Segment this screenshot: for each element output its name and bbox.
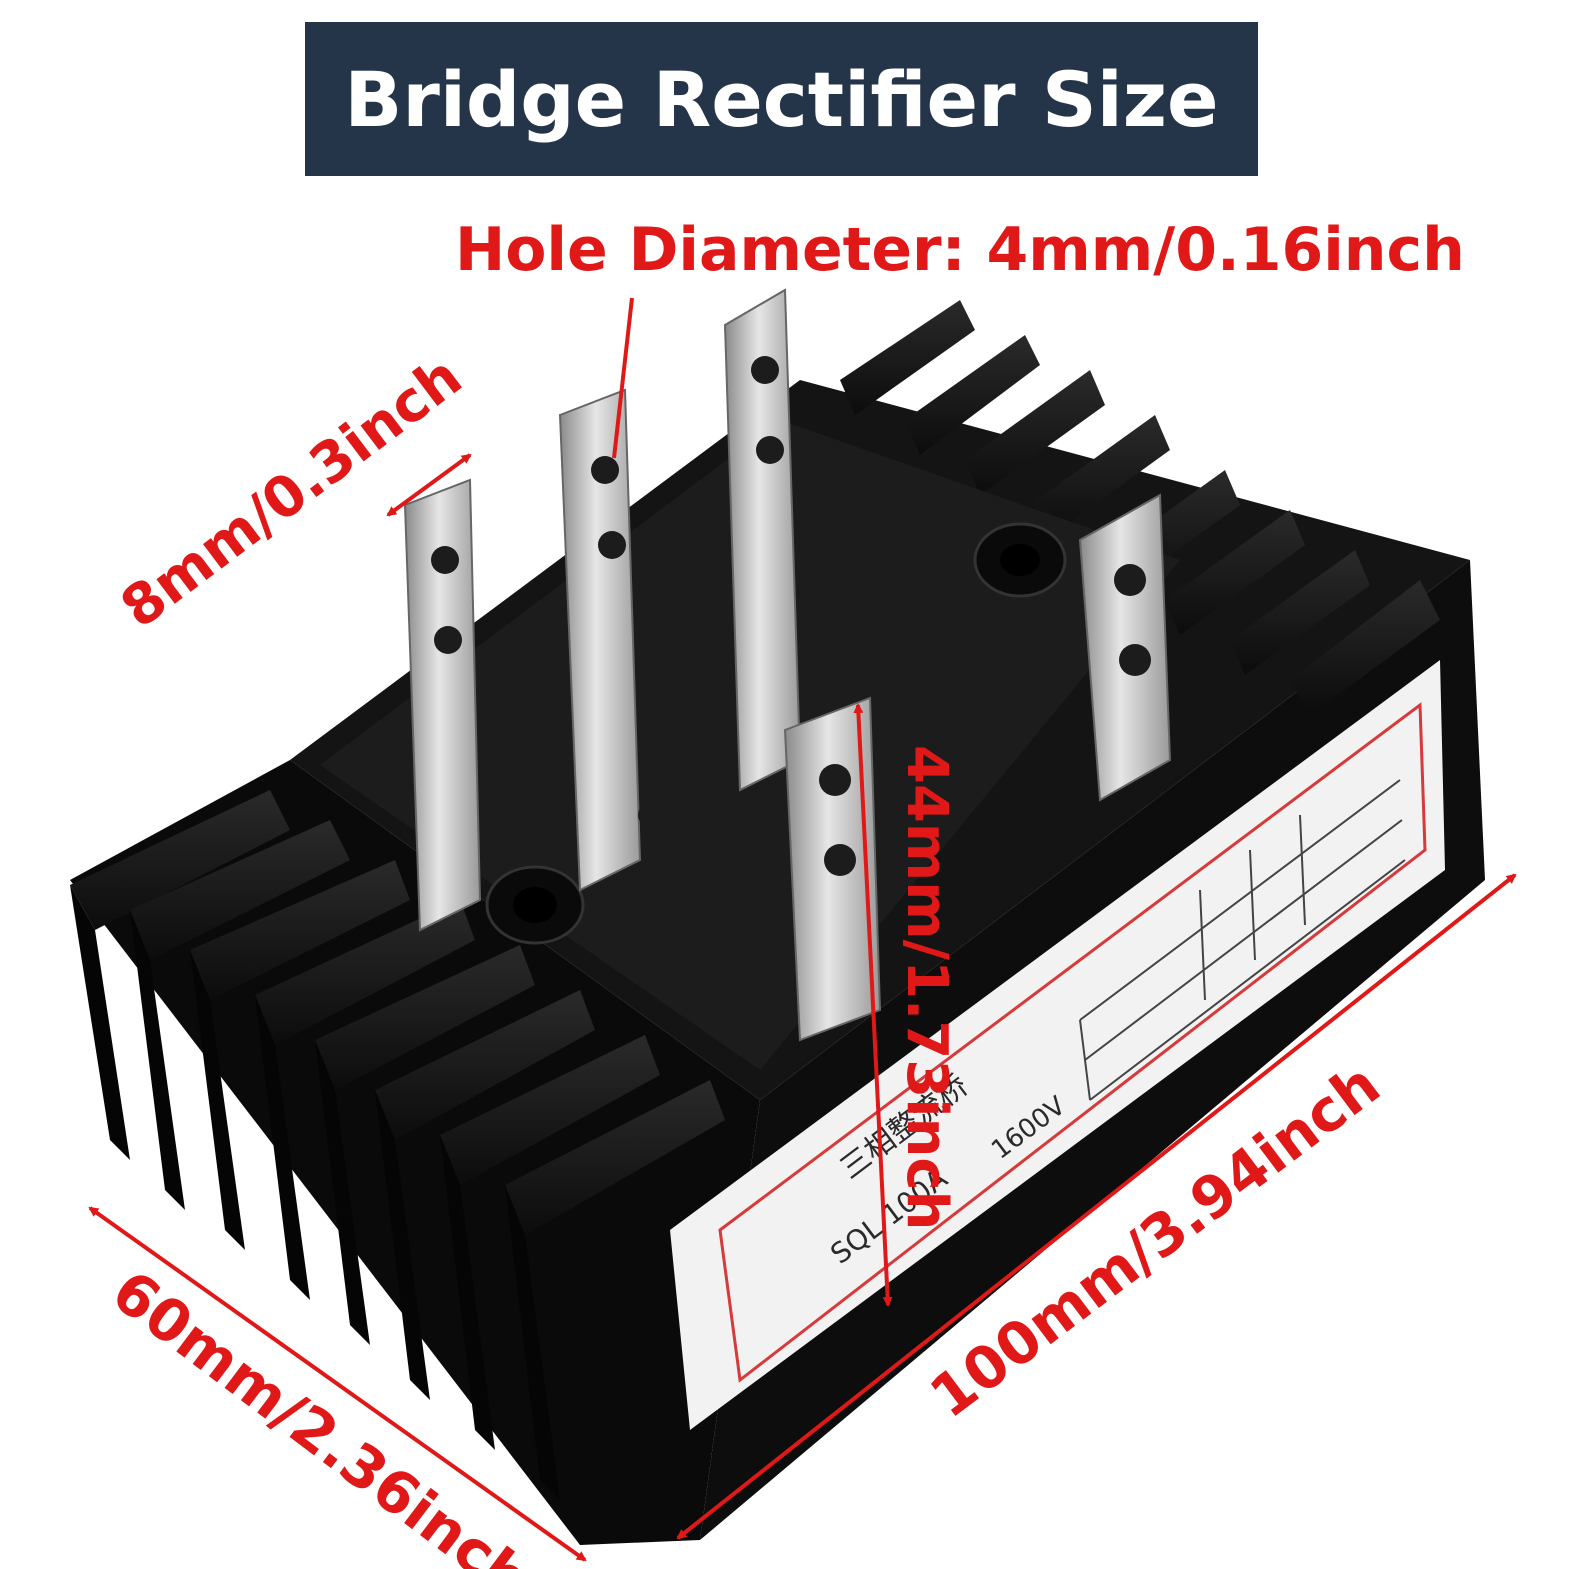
height-label: 44mm/1.73inch bbox=[894, 745, 959, 1230]
mounting-hole-icon bbox=[485, 522, 1067, 945]
dimension-arrows bbox=[88, 297, 1517, 1562]
page-title: Bridge Rectifier Size bbox=[344, 54, 1219, 144]
terminal-width-arrow bbox=[386, 453, 472, 517]
terminal-1 bbox=[403, 478, 482, 932]
hole-leader-line bbox=[612, 297, 634, 459]
title-banner: Bridge Rectifier Size bbox=[305, 22, 1258, 176]
depth-arrow bbox=[88, 1206, 587, 1562]
length-arrow bbox=[676, 873, 1517, 1540]
terminal-5 bbox=[1078, 493, 1172, 802]
hole-diameter-label: Hole Diameter: 4mm/0.16inch bbox=[455, 215, 1465, 285]
terminal-2 bbox=[558, 388, 662, 892]
